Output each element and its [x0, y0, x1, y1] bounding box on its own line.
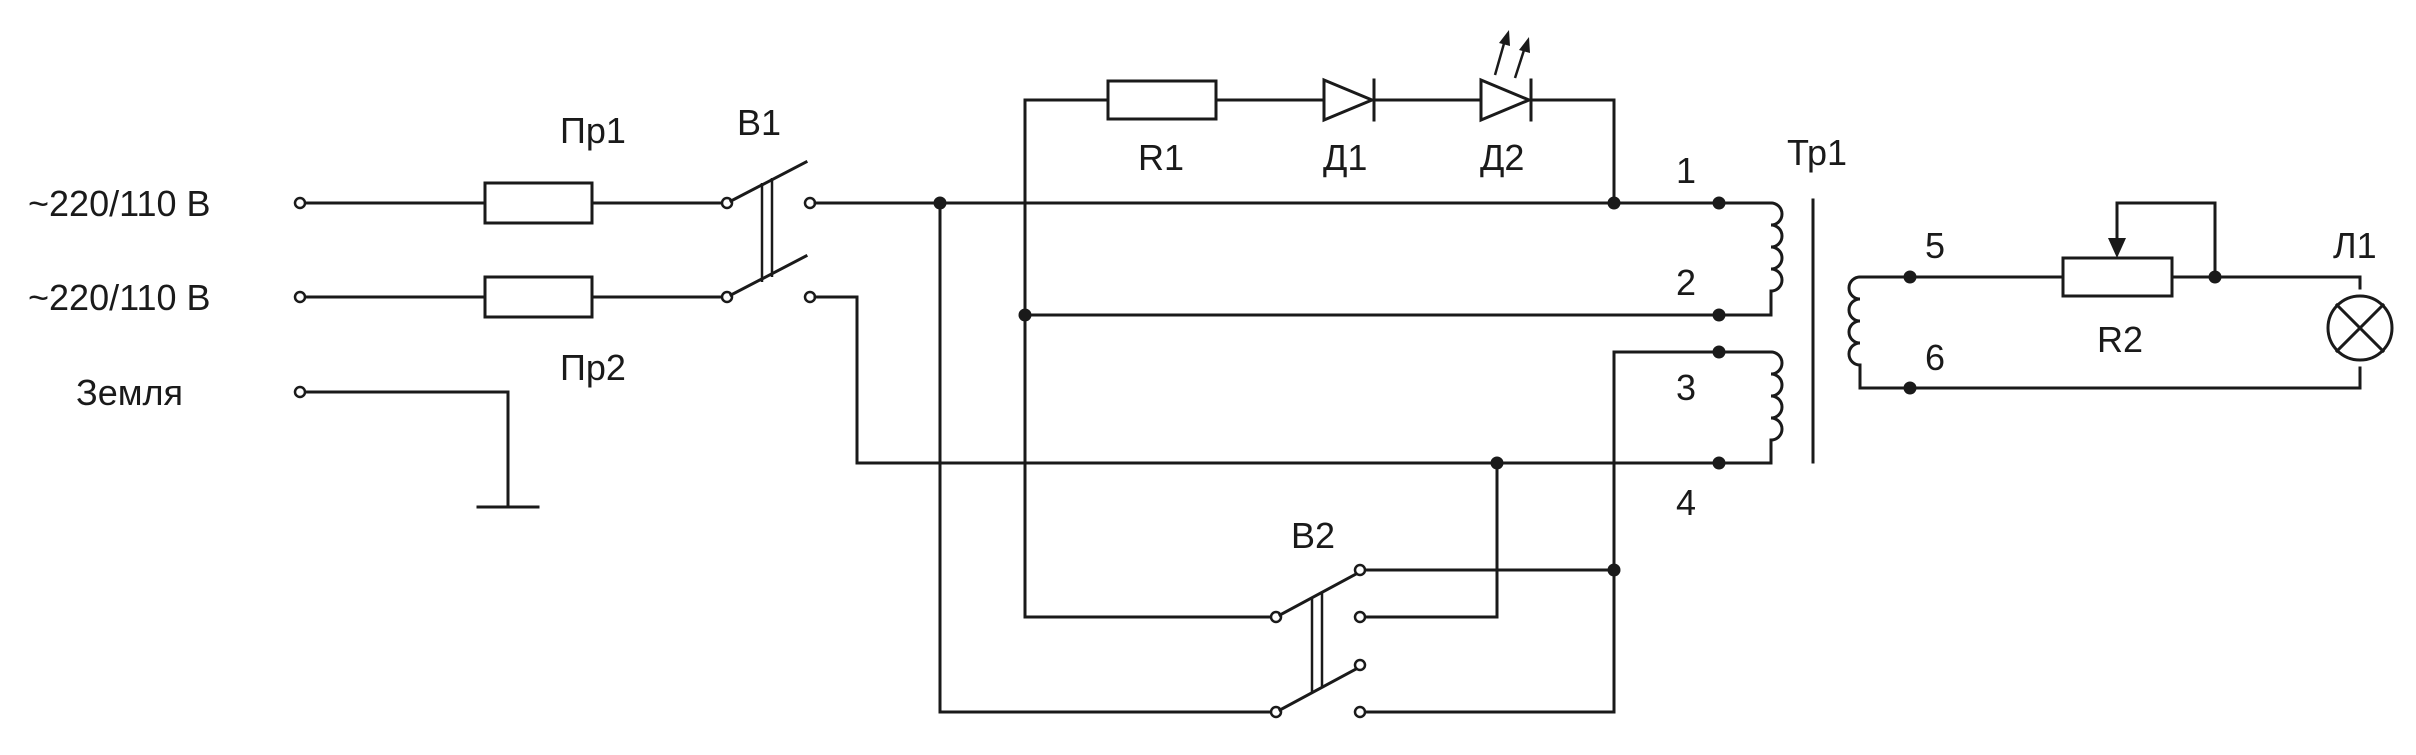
fuse-2: [483, 275, 594, 319]
ground-line: [298, 390, 540, 509]
resistor-r2-label: R2: [2097, 319, 2143, 360]
diode-d1: [1322, 77, 1376, 123]
input-terminal-2: [293, 290, 307, 304]
wire-b1-lower: [813, 295, 1725, 465]
pin-5-label: 5: [1925, 225, 1945, 266]
led-d2: [1479, 30, 1533, 123]
fuse-1-label: Пр1: [560, 110, 626, 151]
switch-b1-label: В1: [737, 102, 781, 143]
switch-b1: [720, 159, 817, 304]
switch-b2-label: В2: [1291, 515, 1335, 556]
resistor-r2: [2061, 256, 2174, 298]
lamp-l1: [2326, 294, 2394, 362]
pin-1-label: 1: [1676, 150, 1696, 191]
secondary-circuit: [1908, 201, 2362, 390]
pin-2-label: 2: [1676, 262, 1696, 303]
diode-d1-label: Д1: [1323, 137, 1367, 178]
pin-4-label: 4: [1676, 482, 1696, 523]
resistor-r1: [1106, 79, 1218, 121]
pin-3-label: 3: [1676, 367, 1696, 408]
transformer-secondary-winding: [1847, 275, 1912, 390]
wire-pin4-b2: [1362, 461, 1499, 619]
led-d2-label: Д2: [1480, 137, 1524, 178]
ground-label: Земля: [76, 372, 183, 413]
transformer-label: Тр1: [1787, 132, 1847, 173]
pin-6-label: 6: [1925, 337, 1945, 378]
input-label-1: ~220/110 В: [28, 183, 211, 224]
input-terminal-1: [293, 196, 307, 210]
lamp-label: Л1: [2333, 225, 2377, 266]
junction-dots: [933, 196, 2222, 577]
switch-b2: [1269, 563, 1367, 719]
indicator-branch: [1023, 98, 1725, 619]
transformer-primary-winding: [1721, 201, 1784, 465]
fuse-1: [483, 181, 594, 225]
wire-left-bus: [938, 201, 1274, 714]
resistor-r1-label: R1: [1138, 137, 1184, 178]
ground-terminal: [293, 385, 307, 399]
fuse-2-label: Пр2: [560, 347, 626, 388]
wire-pin3-bus: [1362, 350, 1725, 714]
input-label-2: ~220/110 В: [28, 277, 211, 318]
